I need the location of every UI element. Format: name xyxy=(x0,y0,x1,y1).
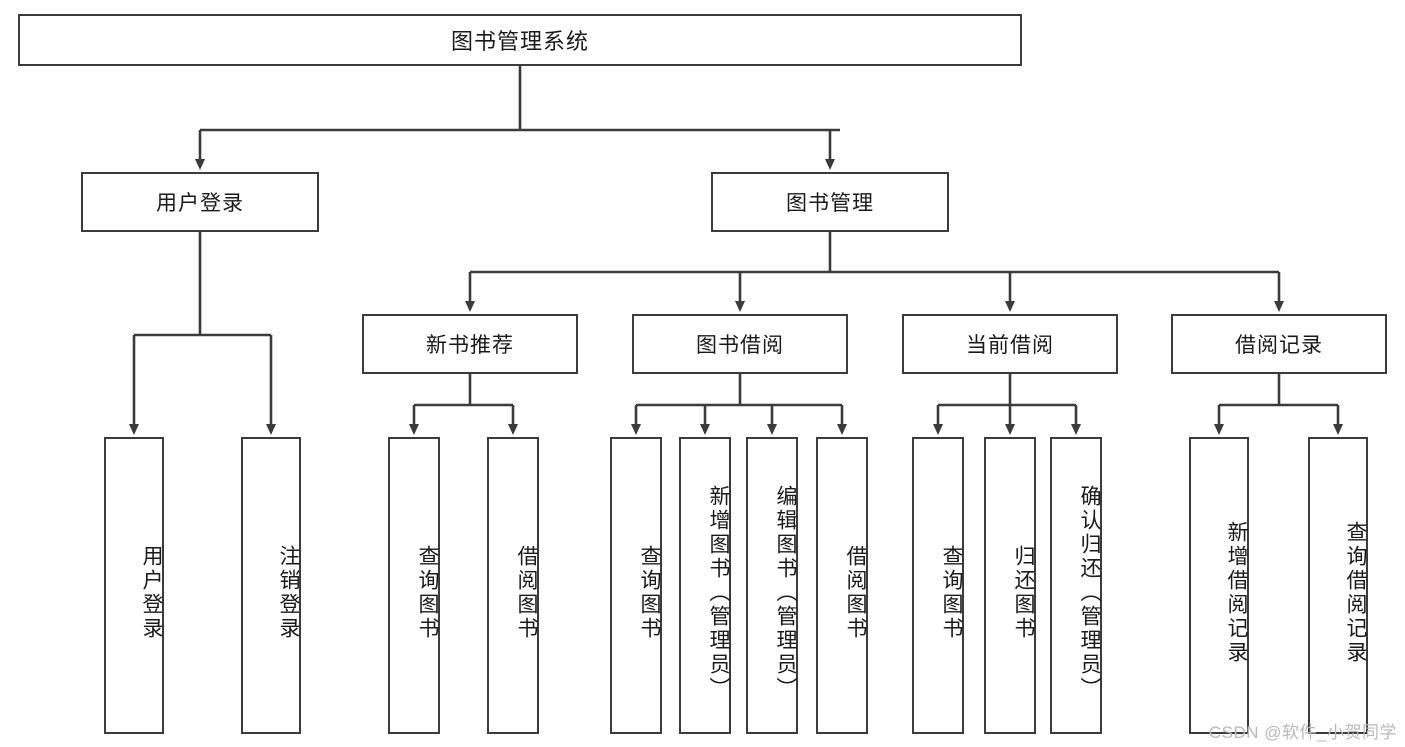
node-leaf-logout-label: 注销登录 xyxy=(277,544,300,641)
node-new-book-recommend-label: 新书推荐 xyxy=(426,334,514,357)
node-leaf-query-book-2-label: 查询图书 xyxy=(638,544,661,641)
edges-currentborrow-to-leaves xyxy=(933,374,1081,435)
node-current-borrow[interactable]: 当前借阅 xyxy=(902,314,1118,374)
node-leaf-query-book-1-label: 查询图书 xyxy=(416,544,439,641)
node-leaf-query-record[interactable]: 查询借阅记录 xyxy=(1308,437,1368,734)
node-leaf-borrow-book-2-label: 借阅图书 xyxy=(844,544,867,641)
node-leaf-confirm-return-label: 确认归还（管理员） xyxy=(1078,484,1101,701)
node-user-login-label: 用户登录 xyxy=(156,192,244,215)
node-book-manage-label: 图书管理 xyxy=(786,192,874,215)
node-book-borrow-label: 图书借阅 xyxy=(696,334,784,357)
edges-newbook-to-leaves xyxy=(409,374,518,435)
node-leaf-add-record-label: 新增借阅记录 xyxy=(1225,520,1248,665)
node-root[interactable]: 图书管理系统 xyxy=(18,14,1022,66)
node-leaf-add-book-label: 新增图书（管理员） xyxy=(707,484,730,701)
node-leaf-add-book[interactable]: 新增图书（管理员） xyxy=(679,437,731,734)
node-leaf-query-book-2[interactable]: 查询图书 xyxy=(610,437,662,734)
node-leaf-user-login-label: 用户登录 xyxy=(140,544,163,641)
edges-userlogin-to-leaves xyxy=(129,232,276,435)
node-leaf-borrow-book-2[interactable]: 借阅图书 xyxy=(816,437,868,734)
edges-borrowrecord-to-leaves xyxy=(1214,374,1343,435)
node-borrow-record-label: 借阅记录 xyxy=(1235,334,1323,357)
edges-bookborrow-to-leaves xyxy=(631,374,847,435)
node-book-manage[interactable]: 图书管理 xyxy=(711,172,949,232)
edges-bookmanage-to-level3 xyxy=(465,232,1284,312)
node-book-borrow[interactable]: 图书借阅 xyxy=(632,314,848,374)
node-leaf-query-book-3[interactable]: 查询图书 xyxy=(912,437,964,734)
node-current-borrow-label: 当前借阅 xyxy=(966,334,1054,357)
node-leaf-edit-book-label: 编辑图书（管理员） xyxy=(774,484,797,701)
node-leaf-add-record[interactable]: 新增借阅记录 xyxy=(1189,437,1249,734)
node-leaf-edit-book[interactable]: 编辑图书（管理员） xyxy=(746,437,798,734)
node-leaf-query-record-label: 查询借阅记录 xyxy=(1344,520,1367,665)
node-leaf-user-login[interactable]: 用户登录 xyxy=(104,437,164,734)
node-leaf-return-book-label: 归还图书 xyxy=(1012,544,1035,641)
node-leaf-borrow-book-1-label: 借阅图书 xyxy=(515,544,538,641)
node-borrow-record[interactable]: 借阅记录 xyxy=(1171,314,1387,374)
node-leaf-borrow-book-1[interactable]: 借阅图书 xyxy=(487,437,539,734)
node-leaf-query-book-3-label: 查询图书 xyxy=(940,544,963,641)
node-user-login[interactable]: 用户登录 xyxy=(81,172,319,232)
node-root-label: 图书管理系统 xyxy=(450,29,589,54)
node-leaf-logout[interactable]: 注销登录 xyxy=(241,437,301,734)
node-leaf-confirm-return[interactable]: 确认归还（管理员） xyxy=(1050,437,1102,734)
node-leaf-return-book[interactable]: 归还图书 xyxy=(984,437,1036,734)
node-new-book-recommend[interactable]: 新书推荐 xyxy=(362,314,578,374)
node-leaf-query-book-1[interactable]: 查询图书 xyxy=(388,437,440,734)
edges-root-to-level2 xyxy=(195,66,840,170)
